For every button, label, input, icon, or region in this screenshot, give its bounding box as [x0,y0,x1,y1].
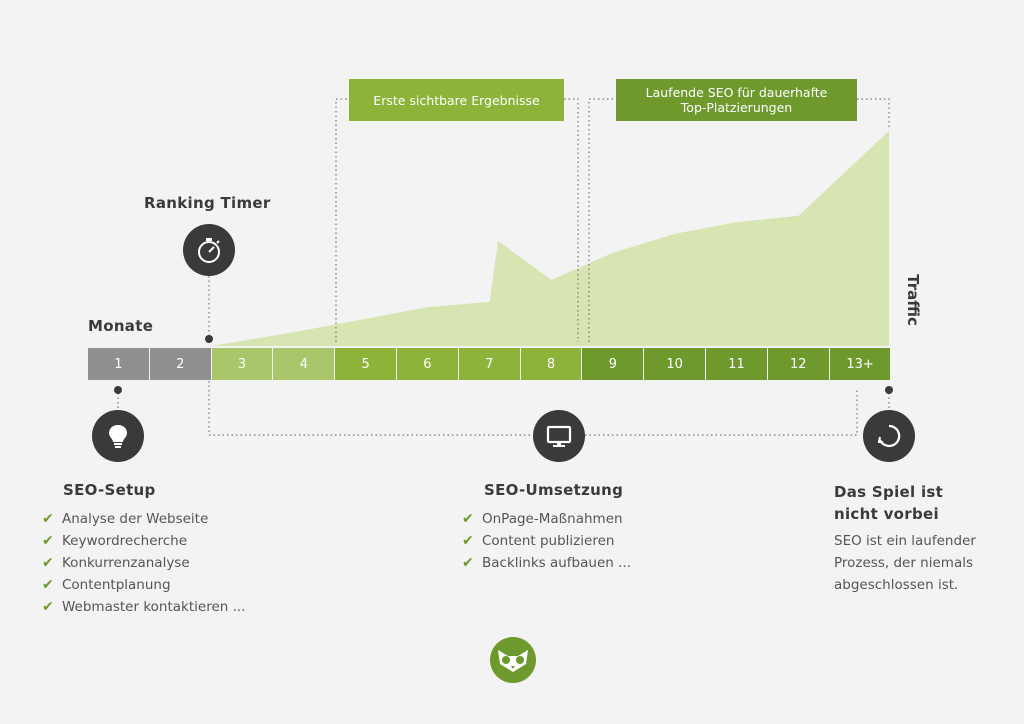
check-icon: ✔ [42,555,54,571]
seo-umsetzung-list: ✔ OnPage-Maßnahmen ✔ Content publizieren ✔ Ba… [462,508,631,574]
first-results-label: Erste sichtbare Ergebnisse [373,92,540,108]
spiel-dot [885,386,893,394]
list-item-text: Backlinks aufbauen ... [482,555,631,571]
check-icon: ✔ [42,511,54,527]
list-item: ✔ Contentplanung [42,574,246,596]
traffic-area [211,130,889,346]
list-item: ✔ OnPage-Maßnahmen [462,508,631,530]
check-icon: ✔ [462,511,474,527]
ranking-timer-circle [183,224,235,276]
first-results-box: Erste sichtbare Ergebnisse [349,79,564,121]
list-item-text: Webmaster kontaktieren ... [62,599,246,615]
spiel-title: Das Spiel ist nicht vorbei [834,481,943,525]
lightbulb-icon [109,425,127,448]
spiel-text: SEO ist ein laufender Prozess, der niema… [834,530,976,596]
umsetzung-bracket [208,381,858,436]
check-icon: ✔ [42,533,54,549]
ongoing-seo-box: Laufende SEO für dauerhafte Top-Platzier… [616,79,857,121]
month-segment: 12 [767,348,829,380]
month-segment: 8 [520,348,582,380]
list-item: ✔ Webmaster kontaktieren ... [42,596,246,618]
seo-umsetzung-title: SEO-Umsetzung [484,481,624,499]
spiel-title-line2: nicht vorbei [834,505,939,523]
ongoing-seo-label-line1: Laufende SEO für dauerhafte [645,85,828,100]
owl-logo-icon [490,637,536,683]
list-item-text: Keywordrecherche [62,533,188,549]
list-item-text: OnPage-Maßnahmen [482,511,623,527]
list-item: ✔ Analyse der Webseite [42,508,246,530]
seo-setup-title: SEO-Setup [63,481,156,499]
list-item-text: Konkurrenzanalyse [62,555,190,571]
month-segment: 7 [458,348,520,380]
month-segment: 13+ [829,348,891,380]
ranking-timer-title: Ranking Timer [144,194,271,212]
month-segment: 6 [397,348,458,380]
spiel-title-line1: Das Spiel ist [834,483,944,501]
ongoing-seo-bracket [588,98,890,342]
monitor-icon [546,425,572,447]
list-item-text: Analyse der Webseite [62,511,209,527]
list-item-text: Content publizieren [482,533,615,549]
stopwatch-icon [198,238,220,263]
month-segment: 9 [582,348,644,380]
months-label: Monate [88,317,154,335]
seo-umsetzung-circle [533,410,585,462]
seo-setup-list: ✔ Analyse der Webseite ✔ Keywordrecherche ✔ K… [42,508,246,618]
ongoing-seo-label-line2: Top-Platzierungen [680,100,793,115]
traffic-axis-label: Traffic [904,274,922,326]
month-segment: 3 [211,348,273,380]
check-icon: ✔ [462,555,474,571]
ranking-timer-dot [205,335,213,343]
check-icon: ✔ [42,577,54,593]
list-item-text: Contentplanung [62,577,171,593]
month-segment: 2 [149,348,211,380]
month-segment: 10 [644,348,706,380]
month-segment: 5 [335,348,397,380]
setup-dot [114,386,122,394]
first-results-bracket [335,98,579,342]
list-item: ✔ Keywordrecherche [42,530,246,552]
spiel-text-line1: SEO ist ein laufender [834,533,976,549]
list-item: ✔ Content publizieren [462,530,631,552]
check-icon: ✔ [462,533,474,549]
month-segment: 11 [706,348,767,380]
check-icon: ✔ [42,599,54,615]
month-segment: 1 [88,348,149,380]
month-segment: 4 [273,348,335,380]
spiel-text-line3: abgeschlossen ist. [834,577,959,593]
refresh-icon [877,424,901,448]
list-item: ✔ Konkurrenzanalyse [42,552,246,574]
seo-setup-circle [92,410,144,462]
spiel-text-line2: Prozess, der niemals [834,555,973,571]
list-item: ✔ Backlinks aufbauen ... [462,552,631,574]
spiel-circle [863,410,915,462]
